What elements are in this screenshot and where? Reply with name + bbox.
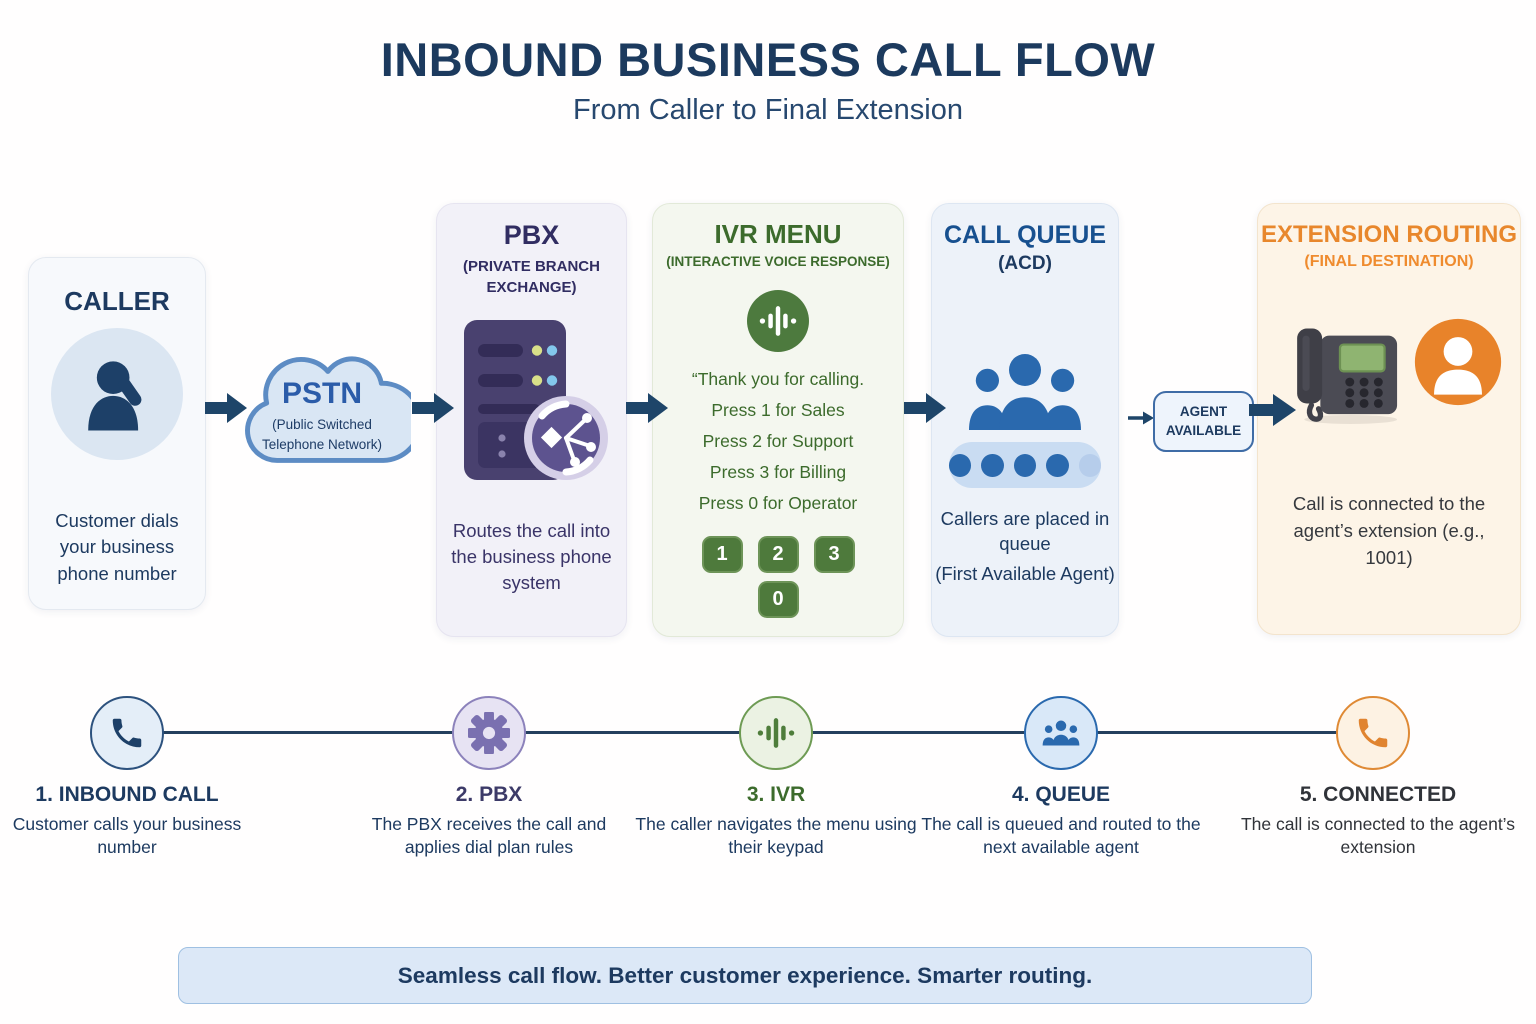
queue-description-agent: (First Available Agent) — [935, 563, 1115, 584]
footer-banner: Seamless call flow. Better customer expe… — [178, 947, 1312, 1004]
pbx-title: PBX — [503, 220, 560, 250]
people-icon — [1042, 720, 1080, 746]
queue-dot — [948, 453, 972, 477]
extension-routing-card: EXTENSION ROUTING (FINAL DESTINATION) — [1257, 203, 1521, 635]
queue-dots-bar — [948, 442, 1102, 488]
people-queue-icon — [949, 350, 1101, 434]
page-subtitle: From Caller to Final Extension — [572, 94, 964, 126]
desk-phone-icon — [1290, 314, 1406, 434]
step-description-pbx: The PBX receives the call and applies di… — [371, 814, 607, 858]
caller-title: CALLER — [64, 286, 170, 316]
queue-dot-faded — [1078, 453, 1102, 477]
pbx-subtitle: (PRIVATE BRANCH EXCHANGE) — [463, 258, 600, 296]
voice-wave-icon — [757, 718, 795, 748]
flow-arrow-badge-to-extension — [1249, 393, 1296, 432]
pstn-subtitle: (Public Switched Telephone Network) — [261, 417, 383, 452]
gear-icon — [468, 712, 510, 754]
phone-icon — [112, 718, 142, 748]
step-label-ivr: 3. IVR — [746, 783, 806, 806]
step-description-queue: The call is queued and routed to the nex… — [921, 814, 1201, 858]
call-queue-card: CALL QUEUE (ACD) Callers are placed in q… — [931, 203, 1119, 637]
ivr-card: IVR MENU (INTERACTIVE VOICE RESPONSE) “T… — [652, 203, 904, 637]
person-on-phone-icon — [51, 328, 183, 460]
agent-available-badge: AGENT AVAILABLE — [1153, 391, 1254, 452]
ivr-script-line: Press 3 for Billing — [709, 462, 847, 482]
keypad-key-2: 2 — [757, 536, 799, 573]
step-circle-pbx — [452, 696, 526, 770]
extension-subtitle: (FINAL DESTINATION) — [1304, 253, 1474, 270]
step-description-inbound-call: Customer calls your business number — [12, 814, 242, 858]
ivr-keypad: 1 2 3 0 — [653, 536, 903, 618]
step-label-connected: 5. CONNECTED — [1299, 783, 1457, 806]
step-circle-ivr — [739, 696, 813, 770]
voice-wave-icon — [747, 290, 809, 352]
ivr-script-line: Press 0 for Operator — [698, 493, 858, 513]
agent-avatar-icon — [1412, 316, 1504, 408]
ivr-script-line: Press 1 for Sales — [711, 400, 845, 420]
caller-description: Customer dials your business phone numbe… — [55, 510, 179, 584]
phone-icon — [1358, 718, 1388, 748]
ivr-title: IVR MENU — [714, 219, 842, 249]
pbx-description: Routes the call into the business phone … — [451, 520, 612, 593]
server-routing-icon — [456, 316, 608, 488]
flow-arrow-ivr-to-queue — [904, 392, 946, 429]
ivr-script: “Thank you for calling. Press 1 for Sale… — [653, 364, 903, 519]
pstn-text: PSTN (Public Switched Telephone Network) — [233, 377, 411, 454]
step-circle-inbound-call — [90, 696, 164, 770]
step-label-inbound-call: 1. INBOUND CALL — [35, 783, 219, 806]
step-description-ivr: The caller navigates the menu using thei… — [635, 814, 917, 858]
keypad-key-3: 3 — [813, 536, 855, 573]
flow-arrow-caller-to-pstn — [205, 392, 247, 429]
step-label-pbx: 2. PBX — [455, 783, 523, 806]
flow-connector-queue-to-badge — [1128, 410, 1154, 431]
page-title: INBOUND BUSINESS CALL FLOW — [380, 33, 1156, 86]
queue-description: Callers are placed in queue — [940, 508, 1110, 554]
step-label-queue: 4. QUEUE — [1011, 783, 1111, 806]
ivr-script-line: “Thank you for calling. — [691, 369, 865, 389]
extension-description: Call is connected to the agent’s extensi… — [1292, 493, 1486, 568]
flow-arrow-pbx-to-ivr — [626, 392, 668, 429]
queue-dot — [1046, 453, 1069, 477]
ivr-script-line: Press 2 for Support — [702, 431, 854, 451]
step-circle-queue — [1024, 696, 1098, 770]
flow-arrow-pstn-to-pbx — [412, 392, 454, 429]
queue-dot — [1013, 453, 1037, 477]
pstn-title: PSTN — [281, 377, 362, 410]
extension-title: EXTENSION ROUTING — [1260, 221, 1518, 248]
caller-card: CALLER Customer dials your business phon… — [28, 257, 206, 610]
pbx-card: PBX (PRIVATE BRANCH EXCHANGE) — [436, 203, 627, 637]
pstn-cloud: PSTN (Public Switched Telephone Network) — [233, 333, 424, 485]
queue-dot — [981, 453, 1004, 477]
step-circle-connected — [1336, 696, 1410, 770]
keypad-key-0: 0 — [757, 581, 799, 618]
queue-title: CALL QUEUE — [943, 221, 1107, 249]
keypad-key-1: 1 — [701, 536, 743, 573]
step-description-connected: The call is connected to the agent’s ext… — [1240, 814, 1516, 858]
ivr-subtitle: (INTERACTIVE VOICE RESPONSE) — [666, 254, 890, 269]
queue-subtitle: (ACD) — [998, 253, 1052, 274]
